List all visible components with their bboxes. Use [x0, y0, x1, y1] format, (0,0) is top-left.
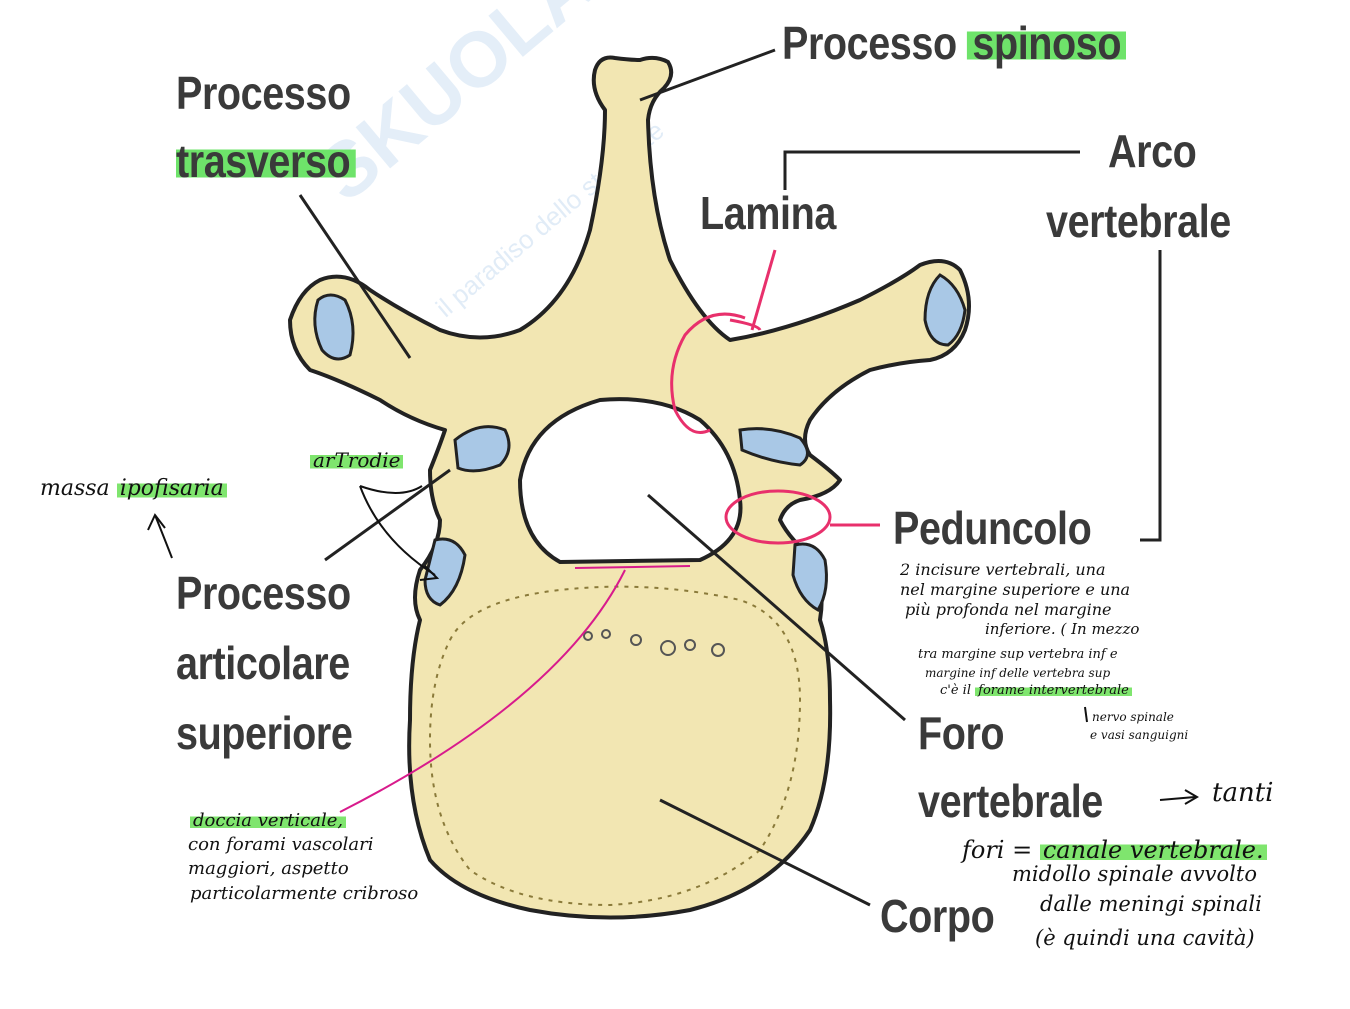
note-canale-vertebrale: canale vertebrale.: [1040, 836, 1267, 864]
note-incisure-2: nel margine superiore e una: [900, 582, 1130, 598]
note-artrodie-text: arTrodie: [310, 448, 403, 472]
label-processo-spinoso-a: Processo: [782, 17, 957, 69]
note-incisure-3: più profonda nel margine: [905, 602, 1111, 618]
note-fori-2: midollo spinale avvolto: [1012, 864, 1257, 885]
note-nervo-1: nervo spinale: [1092, 711, 1174, 723]
label-arco-1: Arco: [1108, 128, 1196, 174]
note-incisure-7a: c'è il: [940, 683, 971, 698]
label-processo-articolare-1: Processo: [176, 570, 351, 616]
note-artrodie: arTrodie: [310, 450, 403, 470]
label-foro-2: vertebrale: [918, 778, 1103, 824]
note-incisure-4: inferiore. ( In mezzo: [985, 622, 1139, 637]
label-processo-articolare-3: superiore: [176, 710, 352, 756]
label-arco-2: vertebrale: [1046, 198, 1231, 244]
label-processo-articolare-2: articolare: [176, 640, 350, 686]
note-fori-3: dalle meningi spinali: [1040, 894, 1262, 915]
note-doccia-1: doccia verticale,: [190, 812, 346, 830]
label-processo-trasverso-1: Processo: [176, 70, 351, 116]
note-tanti: tanti: [1212, 780, 1273, 806]
label-trasverso-highlight: trasverso: [176, 135, 355, 187]
label-lamina: Lamina: [700, 190, 836, 236]
label-foro-1: Foro: [918, 710, 1004, 756]
note-doccia-2: con forami vascolari: [188, 836, 374, 854]
note-doccia-3: maggiori, aspetto: [188, 860, 349, 878]
note-incisure-7: c'è il forame intervertebrale: [940, 684, 1132, 697]
note-incisure-1: 2 incisure vertebrali, una: [900, 562, 1106, 578]
label-processo-spinoso: Processo spinoso: [782, 20, 1126, 66]
label-processo-spinoso-b: spinoso: [967, 17, 1126, 69]
note-fori-4: (è quindi una cavità): [1035, 928, 1255, 949]
note-nervo-2: e vasi sanguigni: [1090, 729, 1188, 741]
note-massa-b: ipofisaria: [117, 476, 227, 501]
label-corpo: Corpo: [880, 893, 994, 939]
note-fori-a: fori =: [962, 836, 1032, 864]
note-incisure-6: margine inf delle vertebra sup: [925, 667, 1110, 679]
label-processo-trasverso-2: trasverso: [176, 138, 355, 184]
note-massa: massa ipofisaria: [40, 478, 227, 500]
note-forame-intervertebrale: forame intervertebrale: [975, 683, 1132, 698]
note-massa-a: massa: [40, 476, 110, 501]
note-fori-1: fori = canale vertebrale.: [962, 838, 1267, 862]
note-doccia-4: particolarmente cribroso: [190, 885, 418, 903]
note-doccia-1-text: doccia verticale,: [190, 810, 346, 831]
label-peduncolo: Peduncolo: [893, 505, 1091, 551]
note-incisure-5: tra margine sup vertebra inf e: [918, 648, 1118, 661]
